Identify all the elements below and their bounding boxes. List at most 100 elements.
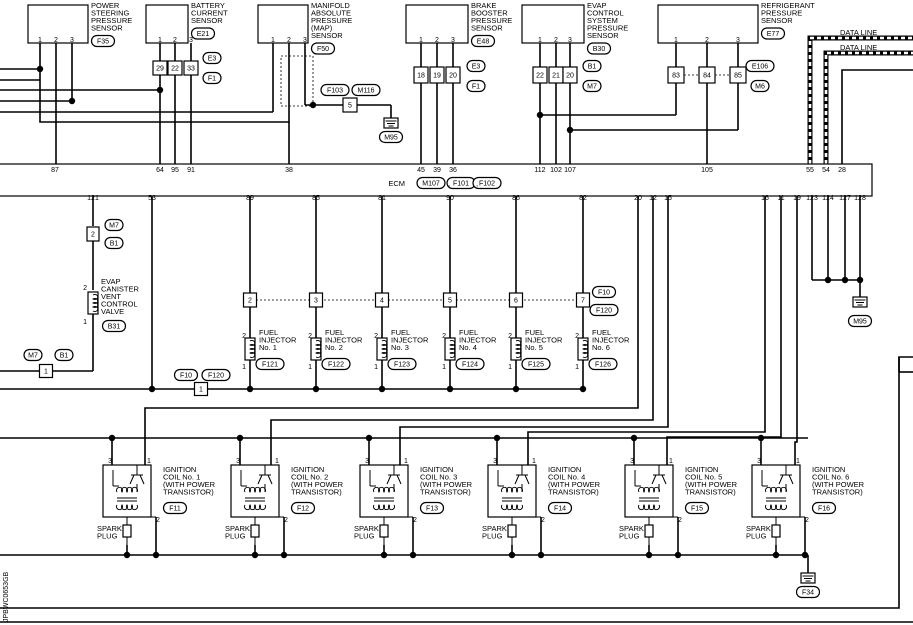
injector-row-connector: [591, 285, 617, 299]
junction-dot: [772, 551, 780, 559]
pin-number: 3: [314, 298, 318, 305]
injector-row-connector: [589, 303, 619, 317]
spark-plug-label: PLUG: [482, 532, 503, 541]
pin-number: 2: [374, 333, 378, 340]
pin-number: 2: [508, 333, 512, 340]
junction-dot: [309, 101, 317, 109]
connector-label: B31: [108, 324, 121, 331]
pin-number: 2: [541, 517, 545, 524]
sensor-name: SENSOR: [311, 31, 343, 40]
connector-label: M7: [28, 353, 38, 360]
junction-dot: [378, 385, 386, 393]
ecm-pin-bottom: 20: [634, 195, 642, 202]
sensor-map-box: [257, 4, 309, 44]
sensor-name: PRESSURE: [91, 16, 132, 25]
injector-connector: [521, 357, 551, 371]
junction-dot: [512, 385, 520, 393]
injector-name: INJECTOR: [391, 336, 429, 345]
connector-label: B1: [588, 64, 597, 71]
pin-number: 2: [575, 333, 579, 340]
injector-connector: [387, 357, 417, 371]
junction-dot: [493, 434, 501, 442]
injector-row-pin: [242, 292, 258, 308]
connector-label: F103: [327, 88, 343, 95]
ecm-pin-top: 105: [701, 167, 713, 174]
ref-splice-pin: [698, 66, 716, 84]
junction-dot: [251, 551, 259, 559]
ignition-coil-name: COIL No. 2: [291, 473, 328, 482]
ecm-pin-bottom: 128: [854, 195, 866, 202]
ignition-coil-name: TRANSISTOR): [291, 488, 342, 497]
spark-plug-label: SPARK: [482, 524, 507, 533]
connector-label: M95: [384, 135, 398, 142]
sensor-connector: [470, 34, 496, 48]
connector-label: E106: [752, 64, 768, 71]
connector-label: B1: [110, 241, 119, 248]
sensor-name: CONTROL: [587, 9, 624, 18]
coil-winding-icon: [373, 486, 395, 493]
spark-plug-icon: [771, 524, 781, 538]
sensor-name: POWER: [91, 1, 120, 10]
pin-number: 1: [532, 458, 536, 465]
ignition-coil-name: TRANSISTOR): [420, 488, 471, 497]
ref-splice-pin: [667, 66, 685, 84]
connector-label: F50: [317, 46, 329, 53]
ecm-pin-top: 91: [187, 167, 195, 174]
junction-dot: [508, 551, 516, 559]
injector-connector: [588, 357, 618, 371]
pin-number: 3: [236, 458, 240, 465]
evap-splice-pin: [562, 66, 578, 84]
label: ,: [476, 179, 478, 188]
evap-valve-splice-connector: [104, 236, 124, 250]
sensor-connector: [760, 27, 786, 40]
wire: [634, 470, 641, 487]
sensor-name: PRESSURE: [311, 16, 352, 25]
label: ,: [448, 179, 450, 188]
sensor-pin: 2: [173, 37, 177, 44]
coil-core-icon: [639, 497, 659, 502]
junction-dot: [152, 551, 160, 559]
coil-winding-icon: [116, 504, 138, 511]
pin-number: 3: [365, 458, 369, 465]
ignition-coil-name: (WITH POWER: [291, 480, 344, 489]
connector-label: F14: [554, 506, 566, 513]
ecm-pin-top: 45: [417, 167, 425, 174]
left-joint-connector: [23, 348, 43, 362]
connector-label: F122: [328, 362, 344, 369]
sensor-name: PRESSURE: [471, 16, 512, 25]
coil-winding-icon: [638, 486, 660, 493]
connector-label: M116: [358, 88, 375, 95]
ignition-coil-name: IGNITION: [291, 465, 324, 474]
ignition-coil-name: IGNITION: [163, 465, 196, 474]
sensor-pin: 1: [158, 37, 162, 44]
ecm-pin-bottom: 53: [148, 195, 156, 202]
pin-number: 3: [108, 458, 112, 465]
pin-number: 29: [156, 66, 164, 73]
bc-splice-pin: [183, 60, 199, 76]
ecm-pin-top: 36: [449, 167, 457, 174]
junction-dot: [312, 385, 320, 393]
ignition-coil-connector: [290, 501, 316, 515]
coil-core-icon: [374, 497, 394, 502]
connector-label: F15: [691, 506, 703, 513]
wire: [794, 196, 798, 465]
sensor-name: PRESSURE: [761, 9, 802, 18]
pin-number: 1: [83, 319, 87, 326]
wire: [240, 470, 247, 487]
pin-number: 5: [348, 103, 352, 110]
sensor-connector: [90, 34, 116, 48]
sensor-name: REFRIGERANT: [761, 1, 815, 10]
injector-row-pin: [308, 292, 324, 308]
sensor-name: SENSOR: [191, 16, 223, 25]
ecm-pin-top: 102: [550, 167, 562, 174]
ignition-coil-name: COIL No. 1: [163, 473, 200, 482]
connector-label: F34: [802, 590, 814, 597]
pin-number: 2: [91, 232, 95, 239]
sensor-name: STEERING: [91, 9, 130, 18]
transistor-icon: [386, 465, 402, 485]
evap-valve-name: CONTROL: [101, 300, 138, 309]
ecm-pin-bottom: 121: [87, 195, 99, 202]
fuel-injector-icon: [376, 337, 388, 361]
spark-plug-icon: [507, 524, 517, 538]
